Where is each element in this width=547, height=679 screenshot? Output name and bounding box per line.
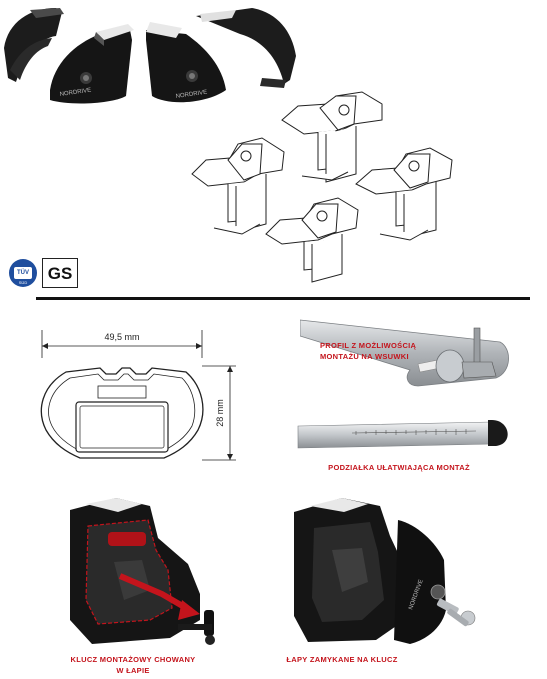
section-divider — [36, 297, 530, 300]
bar-with-scale — [297, 420, 508, 449]
bar-end-cap — [488, 420, 508, 446]
lock-key-icon — [436, 598, 476, 627]
clamp-left — [191, 137, 285, 235]
clamp-top — [281, 91, 383, 183]
gs-logo-text: GS — [48, 264, 73, 283]
clamp-bottom — [265, 197, 359, 283]
caption-scale: PODZIAŁKA UŁATWIAJĄCA MONTAŻ — [328, 463, 470, 472]
hidden-key-storage — [108, 532, 146, 546]
caption-hidden-key-line2: W ŁAPIE — [116, 666, 150, 675]
t-bolt-slider — [461, 327, 497, 379]
tuv-logo: TÜV SÜD — [8, 258, 38, 288]
width-dimension-label: 49,5 mm — [104, 332, 139, 342]
removal-arrow — [118, 573, 188, 611]
caption-profile-slot-line1: PROFIL Z MOŻLIWOŚCIĄ — [320, 341, 417, 350]
caption-locked-feet: ŁAPY ZAMYKANE NA KLUCZ — [286, 655, 398, 664]
clamp-right — [355, 147, 453, 241]
foot-main-left: NORDRIVE — [50, 24, 134, 104]
caption-profile-slot-line2: MONTAŻU NA WSUWKI — [320, 352, 409, 361]
foot-key-lock-photo: NORDRIVE — [294, 498, 476, 644]
bar-scale-ticks — [351, 429, 477, 435]
lock-cylinder — [430, 584, 446, 600]
tuv-logo-sub: SÜD — [19, 280, 28, 285]
profile-inner-chamber — [75, 401, 169, 453]
foot-end-cap-left — [4, 8, 64, 82]
brand-logo-left: NORDRIVE — [59, 88, 91, 98]
height-dimension-label: 28 mm — [215, 399, 225, 427]
foot-end-cap-right — [196, 8, 296, 88]
foot-main-right: NORDRIVE — [146, 22, 226, 103]
profile-cross-section: 49,5 mm 28 mm — [40, 330, 236, 461]
caption-hidden-key-line1: KLUCZ MONTAŻOWY CHOWANY — [70, 655, 196, 664]
feet-photo: NORDRIVE NORDRIVE — [4, 8, 296, 104]
gs-logo: GS — [42, 258, 78, 288]
brand-logo-right: NORDRIVE — [175, 90, 207, 100]
caption-hidden-key: KLUCZ MONTAŻOWY CHOWANY W ŁAPIE — [58, 654, 208, 676]
tuv-logo-text: TÜV — [17, 269, 29, 276]
assembly-key-icon — [178, 610, 215, 645]
foot-lock-cover — [394, 520, 446, 644]
foot-hidden-key-photo — [70, 498, 215, 645]
clamp-drawings — [191, 91, 453, 283]
bar-profile-photo — [300, 319, 509, 387]
caption-profile-slot: PROFIL Z MOŻLIWOŚCIĄ MONTAŻU NA WSUWKI — [320, 340, 438, 362]
